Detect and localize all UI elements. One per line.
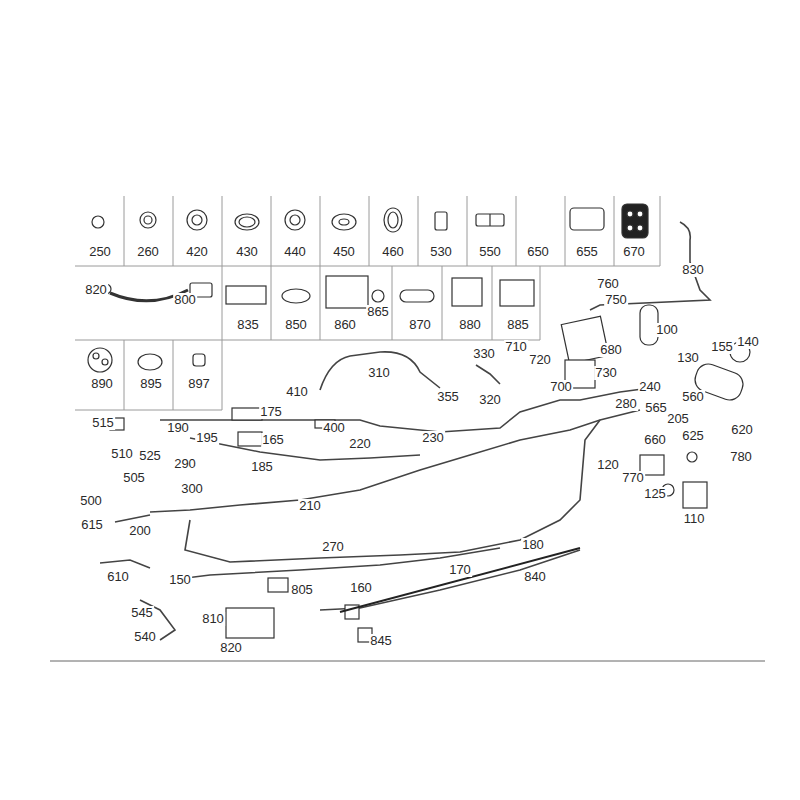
callout-number: 835 — [236, 318, 260, 332]
callout-number: 700 — [549, 380, 573, 394]
callout-number: 140 — [736, 335, 760, 349]
callout-number: 170 — [448, 563, 472, 577]
callout-number: 830 — [681, 263, 705, 277]
callout-number: 860 — [333, 318, 357, 332]
callout-number: 270 — [321, 540, 345, 554]
callout-number: 125 — [643, 487, 667, 501]
callout-number: 810 — [201, 612, 225, 626]
callout-number: 450 — [332, 245, 356, 259]
callout-number: 885 — [506, 318, 530, 332]
callout-number: 660 — [643, 433, 667, 447]
callout-number: 680 — [599, 343, 623, 357]
callout-number: 410 — [285, 385, 309, 399]
callout-number: 650 — [526, 245, 550, 259]
callout-number: 110 — [683, 512, 706, 526]
callout-number: 545 — [130, 606, 154, 620]
callout-number: 120 — [596, 458, 620, 472]
callout-number: 165 — [261, 433, 285, 447]
callout-number: 190 — [166, 421, 190, 435]
callout-number: 320 — [478, 393, 502, 407]
callout-number: 620 — [730, 423, 754, 437]
callout-number: 845 — [369, 634, 393, 648]
callout-number: 400 — [322, 421, 346, 435]
callout-number: 800 — [173, 293, 197, 307]
callout-number: 560 — [681, 390, 705, 404]
callout-number: 540 — [133, 630, 157, 644]
callout-number: 185 — [250, 460, 274, 474]
callout-number: 730 — [594, 366, 618, 380]
callout-number: 890 — [90, 377, 114, 391]
callout-number: 565 — [644, 401, 668, 415]
callout-number: 655 — [575, 245, 599, 259]
callout-number: 710 — [504, 340, 528, 354]
callout-number: 180 — [521, 538, 545, 552]
callout-number: 625 — [681, 429, 705, 443]
callout-number: 430 — [235, 245, 259, 259]
callout-number: 530 — [429, 245, 453, 259]
callout-number: 130 — [676, 351, 700, 365]
callout-number: 200 — [128, 524, 152, 538]
callout-number: 515 — [91, 416, 115, 430]
callout-number: 310 — [367, 366, 391, 380]
callout-number: 550 — [478, 245, 502, 259]
callout-number: 500 — [79, 494, 103, 508]
callout-number: 780 — [729, 450, 753, 464]
callout-number: 760 — [596, 277, 620, 291]
callout-number: 460 — [381, 245, 405, 259]
callout-number: 155 — [710, 340, 734, 354]
callout-number: 210 — [298, 499, 322, 513]
callout-number: 897 — [187, 377, 211, 391]
callout-number: 205 — [666, 412, 690, 426]
callout-number: 150 — [168, 573, 192, 587]
callout-number: 840 — [523, 570, 547, 584]
callout-number: 505 — [122, 471, 146, 485]
callout-number: 175 — [259, 405, 283, 419]
callout-number: 330 — [472, 347, 496, 361]
callout-number: 195 — [195, 431, 219, 445]
callout-number: 750 — [604, 293, 628, 307]
callout-number: 160 — [349, 581, 373, 595]
callout-number: 525 — [138, 449, 162, 463]
callout-number: 230 — [421, 431, 445, 445]
callout-number: 240 — [638, 380, 662, 394]
callout-number: 300 — [180, 482, 204, 496]
callout-number: 355 — [436, 390, 460, 404]
callout-number: 280 — [614, 397, 638, 411]
callout-number: 895 — [139, 377, 163, 391]
callout-number: 610 — [106, 570, 130, 584]
callout-number: 865 — [366, 305, 390, 319]
callout-number: 805 — [290, 583, 314, 597]
callout-number: 820 — [219, 641, 243, 655]
callout-number: 670 — [622, 245, 646, 259]
callout-number: 250 — [88, 245, 112, 259]
callout-number: 615 — [80, 518, 104, 532]
callout-number: 870 — [408, 318, 432, 332]
callout-number: 720 — [528, 353, 552, 367]
callout-number: 260 — [136, 245, 160, 259]
callout-number: 880 — [458, 318, 482, 332]
callout-number: 510 — [110, 447, 134, 461]
callout-number: 420 — [185, 245, 209, 259]
callout-number: 290 — [173, 457, 197, 471]
callout-number: 820 — [84, 283, 108, 297]
callout-number: 100 — [655, 323, 679, 337]
callout-number: 850 — [284, 318, 308, 332]
callout-number: 220 — [348, 437, 372, 451]
callout-number: 770 — [621, 471, 645, 485]
callout-number: 440 — [283, 245, 307, 259]
